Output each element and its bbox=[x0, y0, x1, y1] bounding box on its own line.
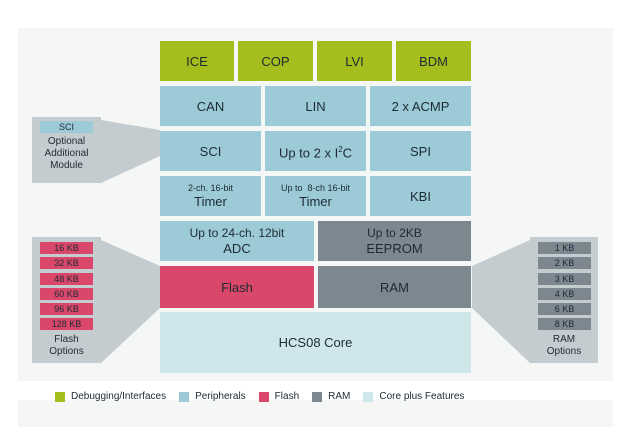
legend-item-flash: Flash bbox=[258, 391, 300, 402]
ice-block: ICE bbox=[160, 41, 234, 81]
flash-option-60kb: 60 KB bbox=[40, 288, 93, 300]
legend-label-flash: Flash bbox=[274, 391, 300, 402]
flash-option-128kb: 128 KB bbox=[40, 318, 93, 330]
timer2-label: Timer bbox=[299, 194, 332, 209]
legend-swatch-peripherals bbox=[179, 391, 190, 402]
bdm-block: BDM bbox=[396, 41, 471, 81]
legend-swatch-debugging bbox=[55, 391, 65, 402]
ram-label: RAM bbox=[380, 279, 409, 295]
core-label: HCS08 Core bbox=[278, 335, 353, 350]
timer2-spec: Up to 8-ch 16-bit bbox=[280, 183, 351, 193]
can-label: CAN bbox=[196, 98, 225, 114]
i2c-block: Up to 2 x I2C bbox=[265, 131, 366, 171]
ram-options-line1: RAM bbox=[552, 334, 576, 345]
cop-block: COP bbox=[238, 41, 313, 81]
acmp-block: 2 x ACMP bbox=[370, 86, 471, 126]
ram-option-3kb: 3 KB bbox=[538, 273, 591, 285]
sci-callout-line2: Additional bbox=[44, 148, 89, 159]
ram-options-line2: Options bbox=[546, 346, 582, 357]
cop-label: COP bbox=[261, 53, 290, 69]
legend-label-core: Core plus Features bbox=[379, 391, 465, 402]
sci-callout: SCI Optional Additional Module bbox=[32, 117, 101, 183]
kbi-label: KBI bbox=[410, 188, 431, 204]
legend-label-peripherals: Peripherals bbox=[195, 391, 246, 402]
sci-callout-line1: Optional bbox=[47, 136, 86, 147]
spi-block: SPI bbox=[370, 131, 471, 171]
acmp-label: 2 x ACMP bbox=[391, 98, 450, 114]
flash-option-48kb: 48 KB bbox=[40, 273, 93, 285]
flash-callout-connector bbox=[101, 240, 160, 363]
lvi-label: LVI bbox=[345, 53, 364, 69]
kbi-block: KBI bbox=[370, 176, 471, 216]
legend-item-peripherals: Peripherals bbox=[179, 391, 246, 402]
flash-label: Flash bbox=[221, 279, 253, 295]
lin-block: LIN bbox=[265, 86, 366, 126]
flash-options-callout: 16 KB 32 KB 48 KB 60 KB 96 KB 128 KB Fla… bbox=[32, 237, 101, 363]
legend-label-debugging: Debugging/Interfaces bbox=[71, 391, 167, 402]
flash-options-line2: Options bbox=[49, 346, 84, 357]
legend-swatch-core bbox=[363, 391, 374, 402]
can-block: CAN bbox=[160, 86, 261, 126]
i2c-superscript: 2 bbox=[338, 144, 343, 154]
bdm-label: BDM bbox=[419, 53, 448, 69]
sci-callout-line3: Module bbox=[50, 160, 83, 171]
adc-block: Up to 24-ch. 12bit ADC bbox=[160, 221, 314, 261]
ram-callout-connector bbox=[472, 240, 530, 363]
flash-options-line1: Flash bbox=[54, 334, 79, 345]
adc-spec: Up to 24-ch. 12bit bbox=[189, 226, 285, 240]
flash-option-16kb: 16 KB bbox=[40, 242, 93, 254]
timer1-spec: 2-ch. 16-bit bbox=[187, 183, 234, 193]
timer1-label: Timer bbox=[194, 194, 227, 209]
legend: Debugging/Interfaces Peripherals Flash R… bbox=[55, 391, 477, 402]
ice-label: ICE bbox=[186, 53, 208, 69]
ram-option-8kb: 8 KB bbox=[538, 318, 591, 330]
lvi-block: LVI bbox=[317, 41, 392, 81]
sci-label: SCI bbox=[199, 143, 222, 159]
flash-option-32kb: 32 KB bbox=[40, 257, 93, 269]
flash-option-96kb: 96 KB bbox=[40, 303, 93, 315]
ram-option-4kb: 4 KB bbox=[538, 288, 591, 300]
legend-item-debugging: Debugging/Interfaces bbox=[55, 391, 166, 402]
legend-item-ram: RAM bbox=[312, 391, 350, 402]
legend-label-ram: RAM bbox=[328, 391, 351, 402]
sci-callout-connector bbox=[101, 120, 160, 183]
adc-label: ADC bbox=[223, 241, 251, 256]
sci-option-chip: SCI bbox=[40, 121, 93, 133]
lin-label: LIN bbox=[305, 98, 326, 114]
i2c-label: Up to 2 x I2C bbox=[279, 142, 352, 160]
i2c-suffix: C bbox=[342, 145, 353, 161]
i2c-prefix: Up to 2 x I bbox=[278, 145, 339, 161]
eeprom-spec: Up to 2KB bbox=[367, 226, 422, 240]
ram-block: RAM bbox=[318, 266, 471, 308]
eeprom-label: EEPROM bbox=[366, 241, 423, 256]
ram-options-callout: 1 KB 2 KB 3 KB 4 KB 6 KB 8 KB RAM Option… bbox=[530, 237, 598, 363]
ram-option-1kb: 1 KB bbox=[538, 242, 591, 254]
legend-background bbox=[18, 400, 613, 427]
ram-option-6kb: 6 KB bbox=[538, 303, 591, 315]
ram-option-2kb: 2 KB bbox=[538, 257, 591, 269]
core-block: HCS08 Core bbox=[160, 312, 471, 373]
legend-item-core: Core plus Features bbox=[363, 391, 464, 402]
sci-block: SCI bbox=[160, 131, 261, 171]
flash-block: Flash bbox=[160, 266, 314, 308]
timer2-block: Up to 8-ch 16-bit Timer bbox=[265, 176, 366, 216]
spi-label: SPI bbox=[410, 143, 431, 159]
eeprom-block: Up to 2KB EEPROM bbox=[318, 221, 471, 261]
legend-swatch-ram bbox=[312, 391, 323, 402]
timer1-block: 2-ch. 16-bit Timer bbox=[160, 176, 261, 216]
legend-swatch-flash bbox=[258, 391, 269, 402]
